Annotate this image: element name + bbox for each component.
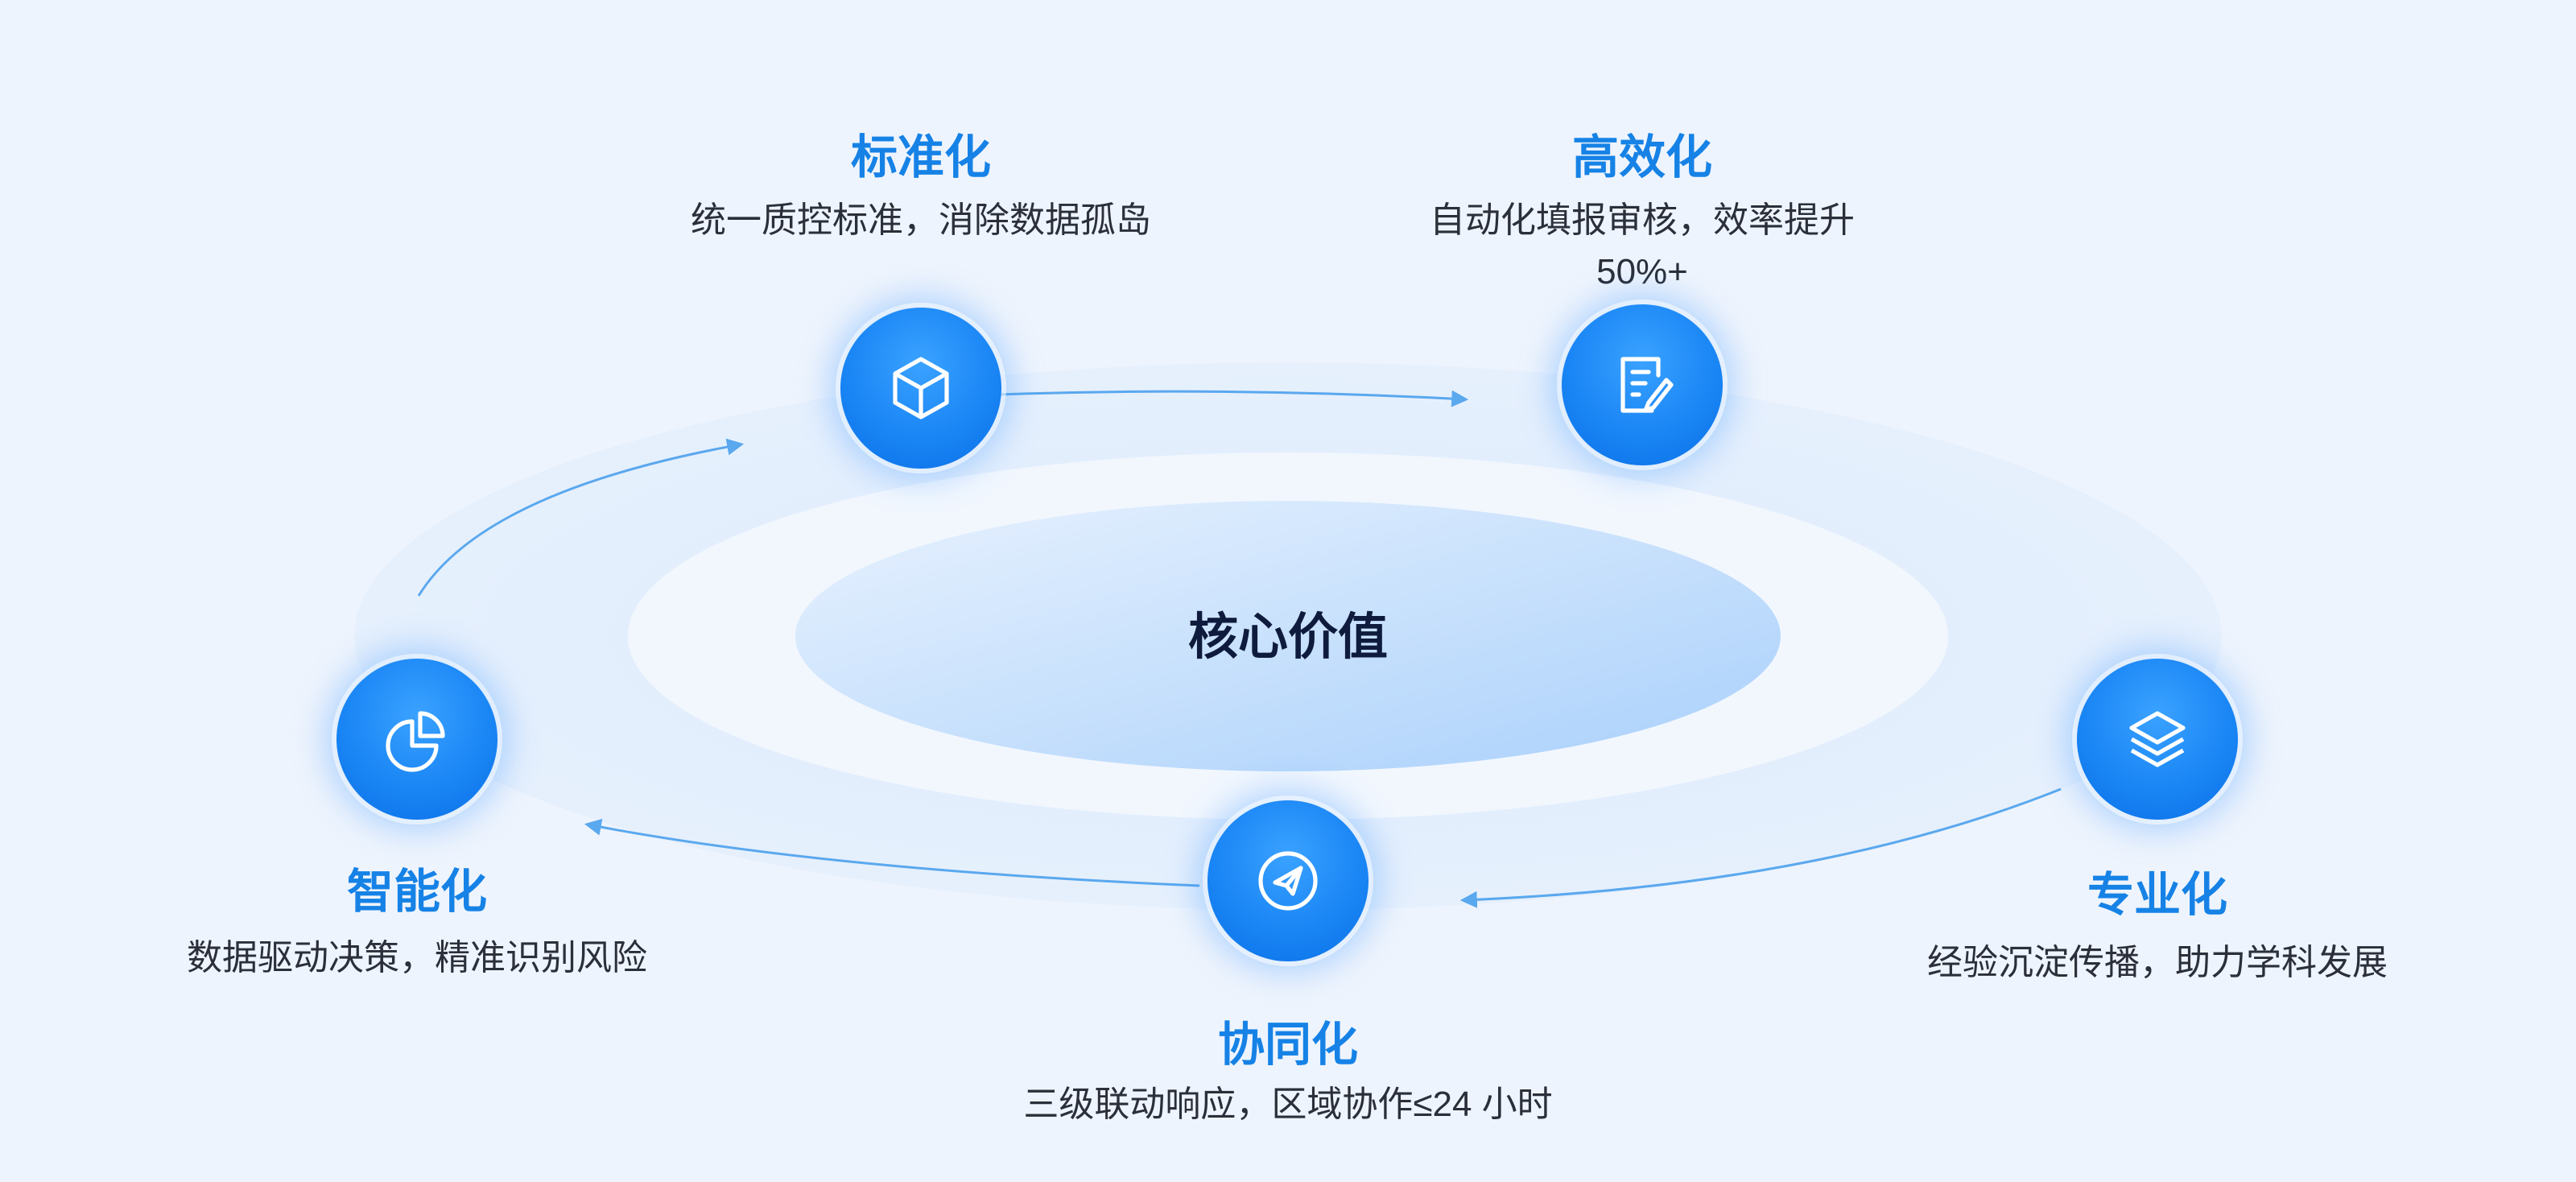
cube-icon <box>893 357 949 419</box>
standardization-desc: 统一质控标准，消除数据孤岛 <box>691 200 1151 240</box>
efficiency-node <box>1562 304 1723 465</box>
collaboration-desc: 三级联动响应，区域协作≤24 小时 <box>1023 1085 1553 1124</box>
efficiency-title: 高效化 <box>1571 131 1712 184</box>
center-label: 核心价值 <box>1187 610 1388 665</box>
specialization-desc: 经验沉淀传播，助力学科发展 <box>1927 943 2388 982</box>
intelligence-title: 智能化 <box>346 866 487 918</box>
flow-arrow-bottom-right <box>1459 787 2062 908</box>
efficiency-desc: 自动化填报审核，效率提升 50%+ <box>1430 200 1855 291</box>
intelligence-desc: 数据驱动决策，精准识别风险 <box>187 938 647 977</box>
specialization-node <box>2077 659 2238 820</box>
specialization-title: 专业化 <box>2087 869 2227 921</box>
layers-icon <box>2129 711 2186 767</box>
collaboration-node <box>1208 800 1368 961</box>
standardization-node <box>840 308 1001 469</box>
collaboration-title: 协同化 <box>1217 1019 1358 1071</box>
flow-arrow-top-left <box>417 438 745 597</box>
inner-orbit <box>795 501 1781 771</box>
intelligence-node <box>336 659 497 820</box>
paper-plane-icon <box>1258 851 1318 911</box>
document-edit-icon <box>1620 357 1674 413</box>
flow-arrow-bottom-left <box>584 818 1200 887</box>
pie-chart-icon <box>386 711 445 772</box>
standardization-title: 标准化 <box>850 131 991 184</box>
flow-arrow-top <box>997 390 1469 407</box>
